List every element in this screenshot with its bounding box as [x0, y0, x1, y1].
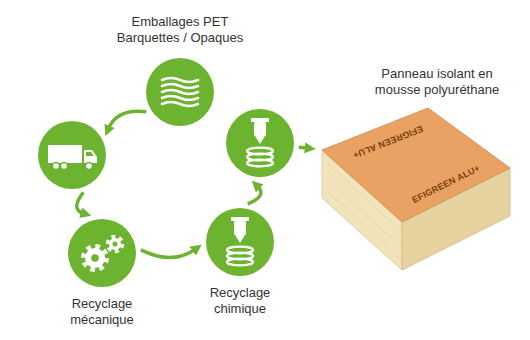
process-circle: [226, 109, 294, 177]
flow-arrow: [141, 249, 196, 257]
step-label: Recyclage chimique: [195, 285, 285, 317]
circle-shape: [38, 121, 106, 189]
circle-shape: [226, 109, 294, 177]
flow-arrow: [108, 111, 146, 129]
step-label: Recyclage mécanique: [57, 296, 147, 328]
step-label: Emballages PET Barquettes / Opaques: [110, 14, 250, 46]
circle-shape: [146, 58, 214, 126]
circle-shape: [68, 219, 136, 287]
product-heading: Panneau isolant en mousse polyuréthane: [362, 66, 512, 98]
flow-arrow: [77, 192, 84, 213]
circle-shape: [206, 208, 274, 276]
process-circle: [38, 121, 106, 189]
process-circle: Recyclage chimique: [206, 208, 274, 276]
process-circle: Emballages PET Barquettes / Opaques: [146, 58, 214, 126]
product-panel: Panneau isolant en mousse polyuréthaneEF…: [318, 104, 512, 274]
process-circle: Recyclage mécanique: [68, 219, 136, 287]
flow-arrow: [299, 147, 308, 148]
flow-arrow: [248, 186, 261, 204]
